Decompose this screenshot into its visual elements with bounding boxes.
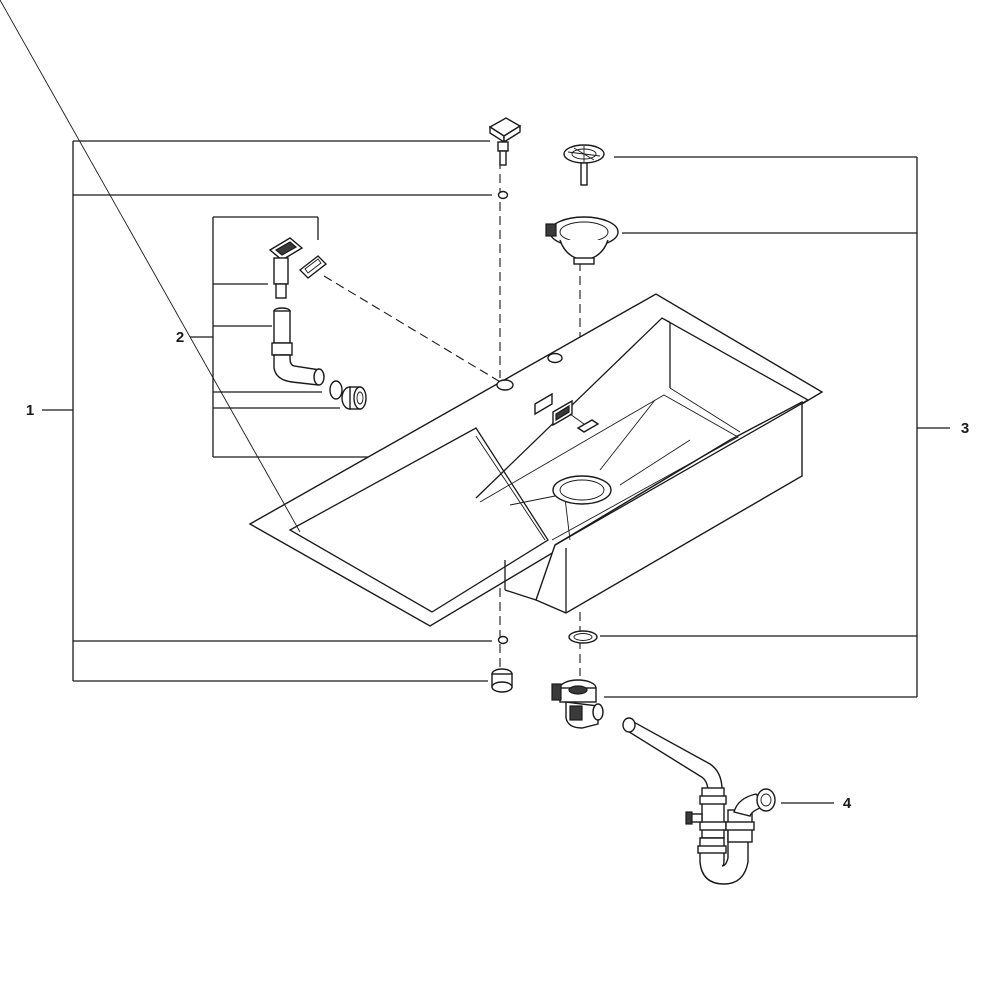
callout-number-4: 4 bbox=[843, 795, 852, 812]
popup-seal-ring bbox=[497, 190, 509, 200]
strainer-basket bbox=[563, 144, 605, 186]
overflow-hose bbox=[271, 307, 325, 386]
drain-flange bbox=[545, 216, 619, 265]
hose-union-nut bbox=[341, 386, 367, 410]
hose-o-ring bbox=[329, 380, 343, 400]
callout-number-2: 2 bbox=[176, 329, 184, 346]
overflow-cover bbox=[268, 237, 304, 299]
popup-knob bbox=[488, 117, 522, 166]
callout-number-3: 3 bbox=[961, 420, 969, 437]
lower-seal-ring bbox=[497, 635, 509, 645]
bracket-group-3 bbox=[600, 156, 950, 698]
overflow-gasket bbox=[298, 255, 328, 279]
bracket-group-1 bbox=[42, 140, 492, 682]
popup-nut bbox=[491, 668, 513, 693]
overflow-grate bbox=[552, 399, 600, 433]
sink-body bbox=[0, 0, 824, 627]
drain-outlet-body bbox=[551, 679, 604, 729]
siphon-assembly bbox=[622, 717, 776, 885]
drain-gasket bbox=[568, 630, 598, 644]
callout-number-1: 1 bbox=[26, 402, 34, 419]
